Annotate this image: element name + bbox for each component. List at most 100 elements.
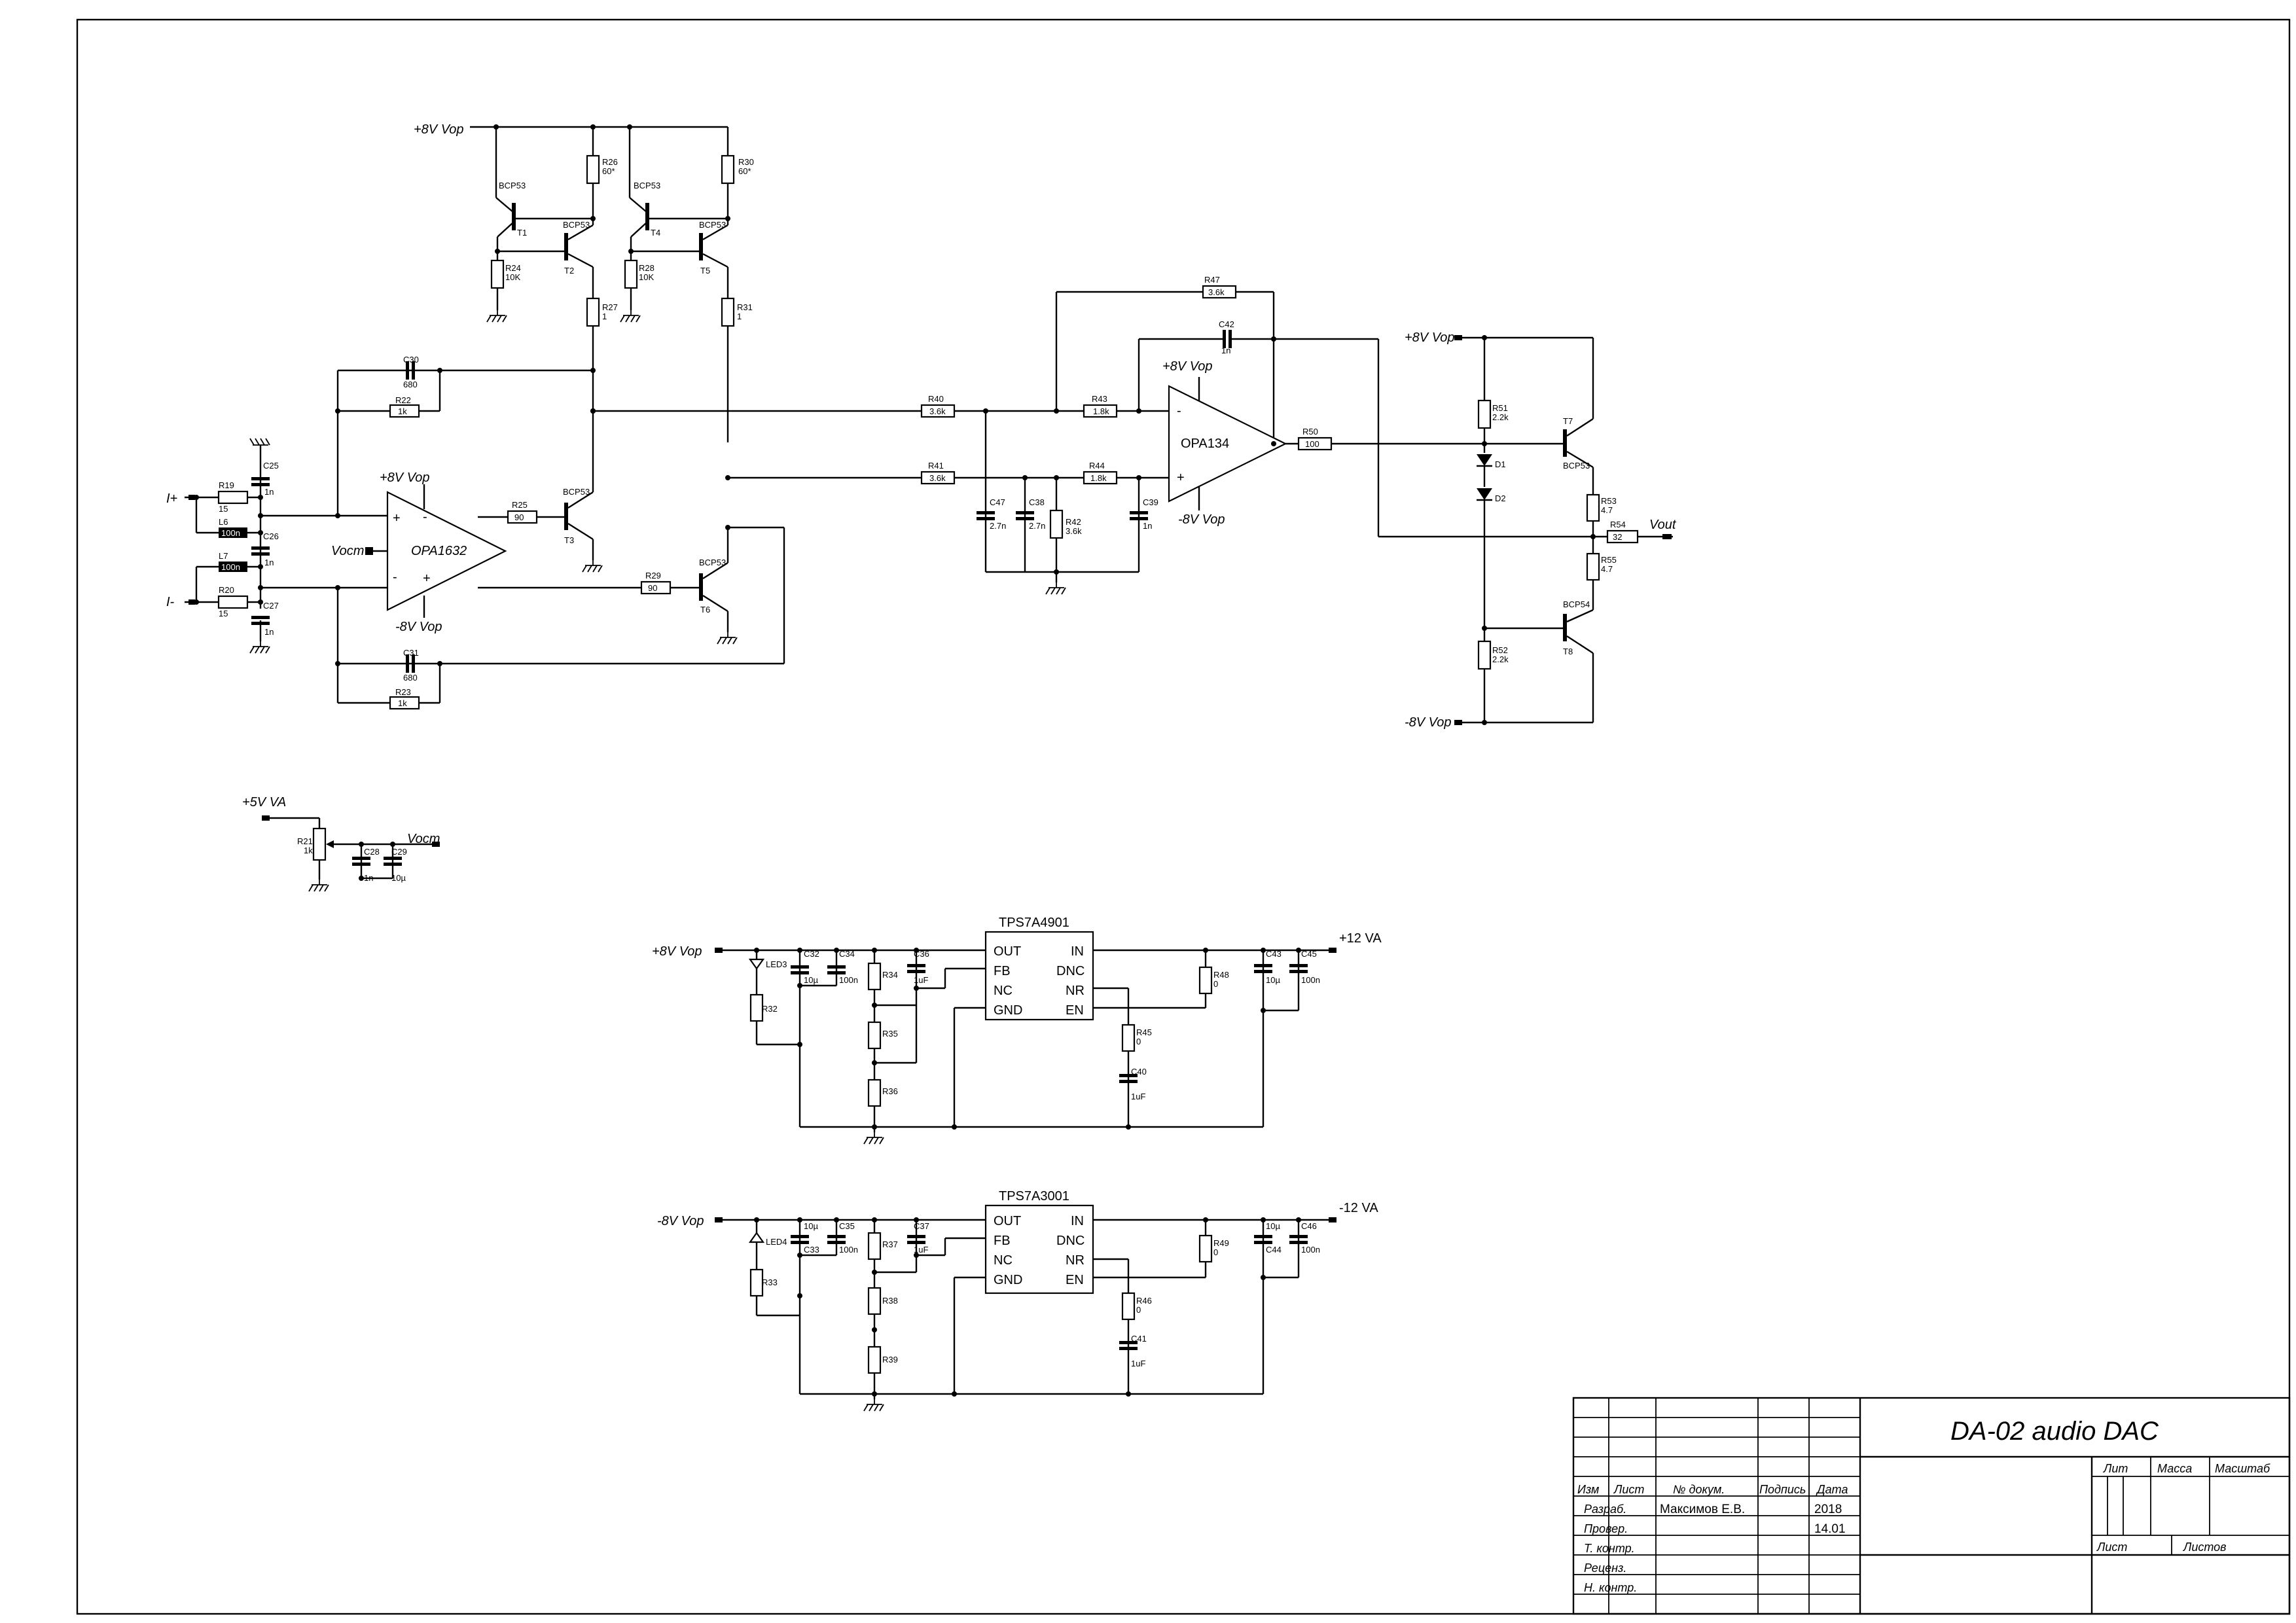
label-r47-value: 3.6k	[1208, 287, 1225, 297]
label-r52-value: 2.2k	[1492, 654, 1509, 664]
label-r31: R31	[737, 302, 753, 312]
label-t3: T3	[564, 535, 574, 545]
tps7a4901-chip	[984, 931, 1094, 1021]
label-r44: R44	[1089, 461, 1105, 471]
reg1-pin-out: OUT	[994, 944, 1021, 959]
resistor-r46	[1121, 1292, 1136, 1321]
net-label-m12: -12 VA	[1339, 1201, 1378, 1215]
resistor-r30	[721, 154, 735, 185]
reg2-pin-nr: NR	[1066, 1253, 1085, 1268]
opa134-amplifier	[1168, 385, 1287, 503]
label-bcp53-t1: BCP53	[499, 181, 526, 190]
transistor-t8	[1563, 614, 1567, 641]
label-r25: R25	[512, 500, 528, 510]
label-c36: C36	[914, 949, 929, 959]
net-label-vocm: Vocm	[407, 832, 440, 846]
label-d1: D1	[1495, 459, 1506, 469]
reg1-pin-gnd: GND	[994, 1003, 1022, 1018]
label-r55: R55	[1601, 555, 1617, 565]
label-c34: C34	[839, 949, 855, 959]
label-t6: T6	[700, 605, 710, 615]
opa1632-minus: -	[393, 570, 397, 584]
regulator-positive	[715, 931, 1336, 1145]
tb-mass: Масса	[2157, 1462, 2192, 1475]
resistor-r36	[867, 1079, 882, 1107]
opa1632-minus-top: -	[423, 510, 427, 524]
label-c39-value: 1n	[1143, 521, 1152, 531]
resistor-r45	[1121, 1024, 1136, 1052]
label-t7: T7	[1563, 416, 1573, 426]
reg1-pin-en: EN	[1066, 1003, 1084, 1018]
net-label-p8-opa134: +8V Vop	[1162, 359, 1213, 374]
label-c28-value: 1n	[364, 873, 373, 883]
opa134-label: OPA134	[1181, 437, 1229, 451]
label-l7-value: 100n	[221, 562, 240, 572]
transistor-t3	[564, 503, 568, 530]
label-r21: R21	[297, 836, 313, 846]
label-c38: C38	[1029, 497, 1045, 507]
label-t4: T4	[651, 228, 660, 238]
tps7a3001-chip	[984, 1204, 1094, 1294]
tb-date-1: 14.01	[1814, 1522, 1846, 1536]
label-d2: D2	[1495, 493, 1506, 503]
resistor-r49	[1198, 1234, 1213, 1263]
label-r24: R24	[505, 263, 521, 273]
transistor-t4	[645, 203, 649, 230]
label-r35: R35	[882, 1029, 898, 1039]
label-c33-value: 10µ	[804, 1221, 818, 1231]
label-r45-value: 0	[1136, 1037, 1141, 1046]
tb-sheets: Листов	[2183, 1541, 2227, 1554]
label-c41-value: 1uF	[1131, 1359, 1145, 1368]
resistor-r33	[749, 1268, 764, 1297]
resistor-r28	[624, 259, 638, 289]
label-r51-value: 2.2k	[1492, 412, 1509, 422]
label-c46: C46	[1301, 1221, 1317, 1231]
resistor-r21	[312, 827, 327, 861]
resistor-r54	[1606, 529, 1639, 544]
label-bcp53-t7: BCP53	[1563, 461, 1590, 471]
label-r47: R47	[1204, 275, 1220, 285]
reg2-pin-in: IN	[1071, 1214, 1084, 1228]
tps7a4901-label: TPS7A4901	[999, 916, 1069, 930]
label-bcp53-t4: BCP53	[634, 181, 660, 190]
label-c32: C32	[804, 949, 819, 959]
label-c37: C37	[914, 1221, 929, 1231]
transistor-t2	[564, 233, 568, 260]
current-source-rail	[470, 124, 735, 442]
label-r24-value: 10K	[505, 272, 520, 282]
tb-col-sign: Подпись	[1759, 1483, 1806, 1496]
label-c31: C31	[403, 648, 419, 658]
label-r40: R40	[928, 394, 944, 404]
label-c47: C47	[990, 497, 1005, 507]
label-r27-value: 1	[602, 312, 607, 321]
label-c35-value: 100n	[839, 1245, 858, 1255]
label-r29: R29	[645, 571, 661, 580]
tb-role-3: Реценз.	[1584, 1561, 1626, 1575]
label-r34: R34	[882, 970, 898, 980]
label-r42-value: 3.6k	[1066, 526, 1082, 536]
net-label-m8-opa1632: -8V Vop	[395, 620, 442, 634]
label-r22-value: 1k	[398, 406, 407, 416]
label-r19-value: 15	[219, 504, 228, 514]
reg2-pin-dnc: DNC	[1056, 1234, 1085, 1248]
label-r41: R41	[928, 461, 944, 471]
label-r30-value: 60*	[738, 166, 751, 176]
net-label-ip: I+	[166, 491, 177, 506]
transistor-t5	[699, 233, 703, 260]
net-label-m8-reg: -8V Vop	[657, 1214, 704, 1228]
label-c38-value: 2.7n	[1029, 521, 1045, 531]
label-r44-value: 1.8k	[1090, 473, 1107, 483]
label-bcp53-t6: BCP53	[699, 558, 726, 567]
transistor-t7	[1563, 429, 1567, 457]
label-r26-value: 60*	[602, 166, 615, 176]
label-r41-value: 3.6k	[929, 473, 946, 483]
label-bcp53-t3: BCP53	[563, 487, 590, 497]
label-r55-value: 4.7	[1601, 564, 1613, 574]
label-r54-value: 32	[1613, 532, 1622, 542]
transistor-t1	[512, 203, 516, 230]
label-c31-value: 680	[403, 673, 418, 683]
label-l6: L6	[219, 517, 228, 527]
label-c34-value: 100n	[839, 975, 858, 985]
label-r53-value: 4.7	[1601, 505, 1613, 515]
label-r23: R23	[395, 687, 411, 697]
